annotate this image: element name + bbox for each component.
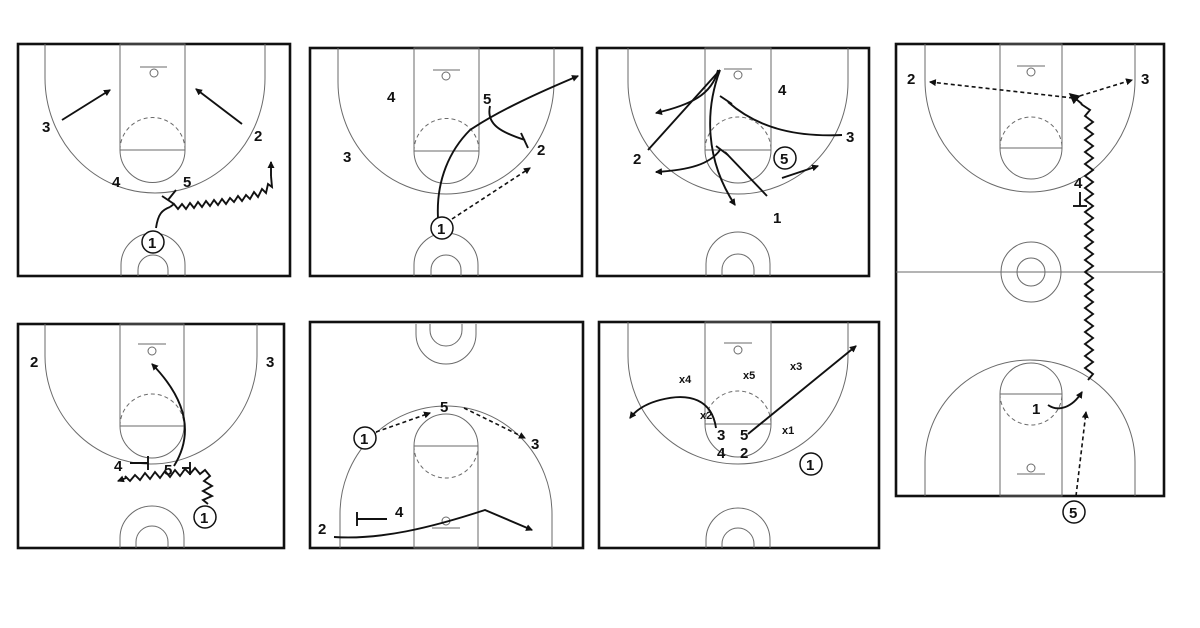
player-label: 4 [387, 89, 396, 106]
player-circle [773, 146, 797, 170]
player-circle [1062, 500, 1086, 524]
court-lines [415, 324, 477, 365]
court-lines [627, 47, 849, 276]
court-lines [337, 47, 555, 276]
ball-handler-circle [193, 505, 217, 529]
ball-handler-circle [430, 216, 454, 240]
player-circle [353, 426, 377, 450]
player-label: x3 [790, 361, 802, 373]
court-lines [896, 43, 1164, 497]
ball-handler-circle [141, 230, 165, 254]
player-label: 3 [717, 427, 725, 444]
player-label: 2 [740, 445, 748, 462]
diagram-panel-2: 4 5 3 2 1 [308, 46, 584, 278]
player-label: 2 [907, 71, 915, 88]
court-lines [44, 323, 258, 548]
play-movements [333, 407, 533, 539]
court-lines [627, 321, 849, 548]
diagram-panel-6: 5 1 3 4 2 [308, 320, 585, 550]
player-label: 1 [360, 431, 368, 448]
player-label: 5 [440, 399, 448, 416]
player-label: 4 [114, 458, 123, 475]
player-labels: 5 1 3 4 2 [318, 399, 539, 538]
court-lines [339, 405, 553, 549]
player-labels: x4 x5 x3 x2 x1 3 5 4 2 1 [679, 361, 823, 476]
play-movements [436, 75, 579, 220]
player-label: 1 [1032, 401, 1040, 418]
play-movements [117, 363, 215, 505]
player-label: 3 [531, 436, 539, 453]
player-label: 2 [254, 128, 262, 145]
player-label: 2 [318, 521, 326, 538]
player-label: 4 [1074, 175, 1083, 192]
player-label: 5 [164, 462, 172, 479]
diagram-panel-5: 2 3 4 5 1 [16, 322, 286, 550]
player-label: 1 [806, 457, 814, 474]
player-label: 1 [437, 221, 445, 238]
player-labels: 3 2 4 5 1 [42, 119, 262, 254]
player-label: 5 [183, 174, 191, 191]
player-label: 4 [778, 82, 787, 99]
diagram-panel-3: 4 3 2 5 1 [595, 46, 871, 278]
player-label: 4 [717, 445, 726, 462]
player-label: x1 [782, 425, 794, 437]
player-label: x5 [743, 370, 755, 382]
player-labels: 2 3 4 5 1 [30, 354, 274, 529]
play-movements [647, 69, 843, 206]
player-label: 1 [148, 235, 156, 252]
player-labels: 4 5 3 2 1 [343, 89, 545, 240]
player-label: 3 [846, 129, 854, 146]
player-circle [799, 452, 823, 476]
player-label: 5 [1069, 505, 1077, 522]
player-label: 3 [42, 119, 50, 136]
play-movements [629, 345, 857, 435]
player-label: 2 [537, 142, 545, 159]
player-label: 3 [1141, 71, 1149, 88]
player-label: 5 [740, 427, 748, 444]
player-label: 1 [773, 210, 781, 227]
player-label: 1 [200, 510, 208, 527]
player-label: 3 [266, 354, 274, 371]
diagram-panel-4: 2 3 4 1 5 [894, 42, 1166, 524]
player-label: 4 [112, 174, 121, 191]
player-label: 2 [30, 354, 38, 371]
diagram-panel-7: x4 x5 x3 x2 x1 3 5 4 2 1 [597, 320, 881, 550]
player-labels: 2 3 4 1 5 [907, 71, 1149, 524]
player-label: 4 [395, 504, 404, 521]
diagram-panel-1: 3 2 4 5 1 [16, 42, 292, 278]
play-movements [928, 78, 1134, 497]
player-label: x4 [679, 374, 692, 386]
player-label: x2 [700, 410, 712, 422]
player-labels: 4 3 2 5 1 [633, 82, 854, 227]
player-label: 2 [633, 151, 641, 168]
player-label: 5 [483, 91, 491, 108]
play-movements [61, 88, 275, 229]
player-label: 5 [780, 151, 788, 168]
player-label: 3 [343, 149, 351, 166]
